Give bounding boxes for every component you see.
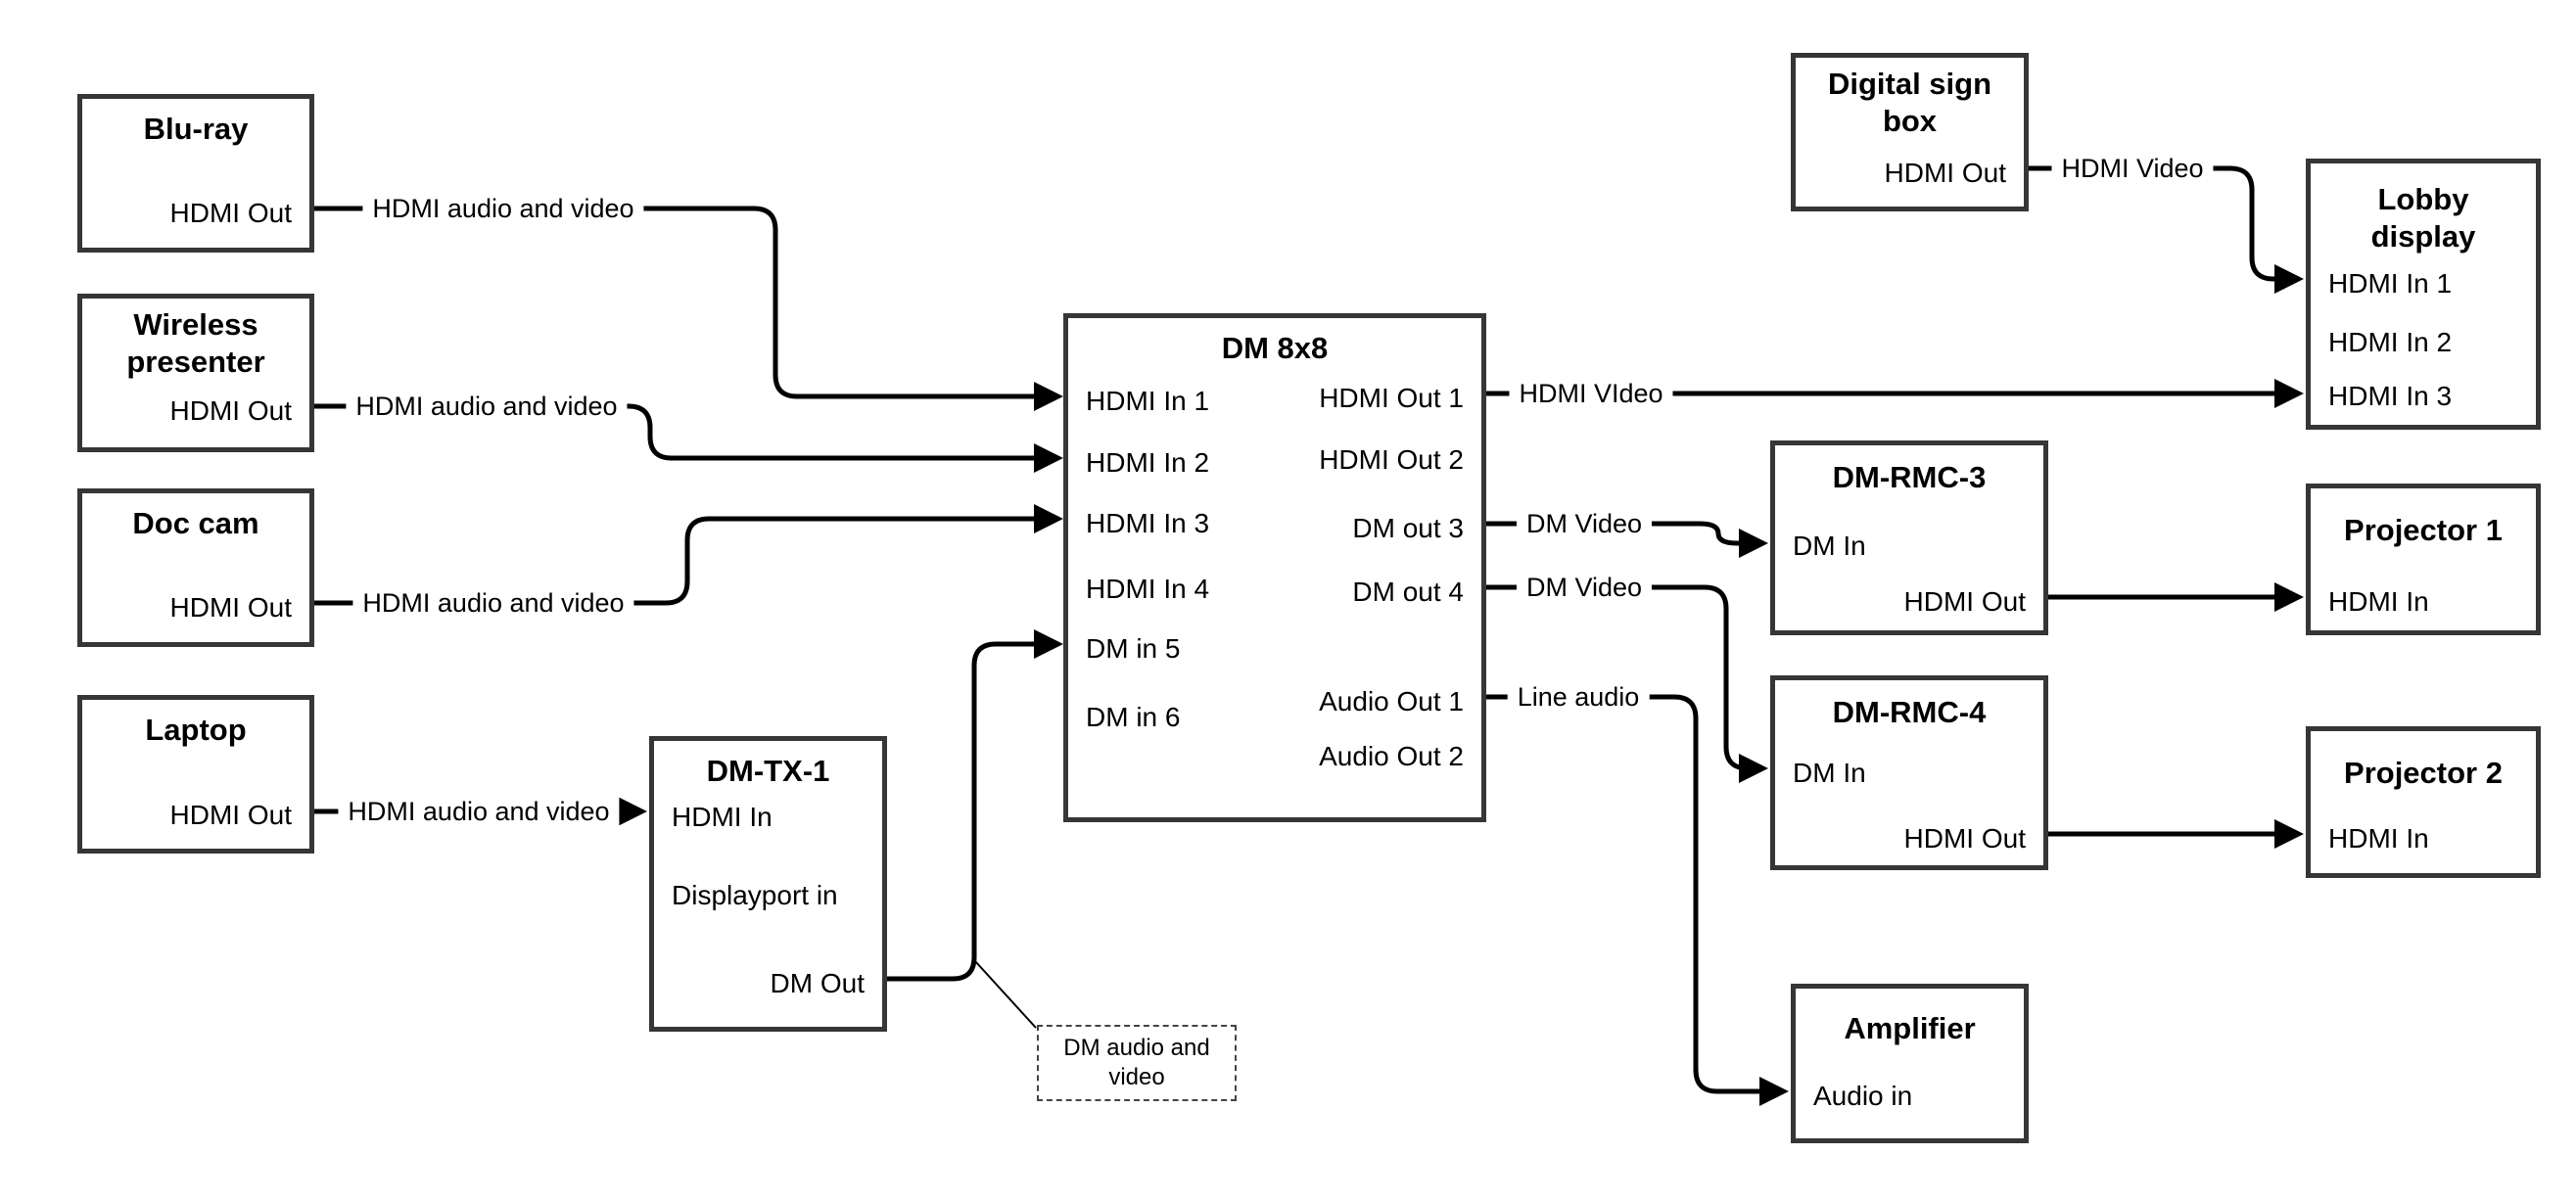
box-amplifier-title: Amplifier: [1844, 1011, 1976, 1045]
box-lobby-display: Lobby display HDMI In 1 HDMI In 2 HDMI I…: [2306, 159, 2541, 430]
box-dm-8x8-port-dm-in-6: DM in 6: [1086, 702, 1181, 732]
box-dm-8x8-port-dm-in-5: DM in 5: [1086, 633, 1181, 664]
box-laptop-title: Laptop: [145, 713, 247, 747]
callout-leader-line: [974, 960, 1037, 1029]
box-dm-8x8-port-audio-out-1: Audio Out 1: [1319, 686, 1464, 716]
wire-dm8x8-out3-to-rmc3: [1486, 521, 1768, 558]
box-dm-rmc-4-port-dm-in: DM In: [1793, 758, 1866, 788]
wire-label-bluray-to-dm8x8: HDMI audio and video: [362, 193, 644, 224]
box-projector-2-title: Projector 2: [2344, 756, 2503, 790]
wire-dmtx1-to-dm8x8-in5: [887, 629, 1063, 982]
box-dm-rmc-3-title: DM-RMC-3: [1832, 460, 1987, 494]
box-bluray: Blu-ray HDMI Out: [77, 94, 314, 253]
wire-label-dm8x8-out3-to-rmc3: DM Video: [1516, 508, 1653, 539]
box-dm-rmc-3-port-hdmi-out: HDMI Out: [1903, 586, 2026, 617]
box-bluray-title: Blu-ray: [143, 112, 249, 146]
box-dm-rmc-4-title: DM-RMC-4: [1832, 695, 1987, 729]
box-dm-8x8-port-hdmi-in-2: HDMI In 2: [1086, 447, 1210, 478]
wire-bluray-to-dm8x8-in1: [314, 206, 1063, 411]
box-digital-sign-box-title: Digital sign box: [1827, 67, 1992, 138]
box-wireless-presenter: Wireless presenter HDMI Out: [77, 294, 314, 452]
box-amplifier: Amplifier Audio in: [1791, 984, 2029, 1143]
box-projector-1-title: Projector 1: [2344, 513, 2503, 547]
box-dm-tx-1-port-displayport-in: Displayport in: [672, 880, 838, 910]
box-dm-rmc-3-port-dm-in: DM In: [1793, 531, 1866, 561]
box-dm-8x8-port-hdmi-in-3: HDMI In 3: [1086, 508, 1210, 538]
box-doc-cam: Doc cam HDMI Out: [77, 488, 314, 647]
box-lobby-display-port-hdmi-in-2: HDMI In 2: [2328, 327, 2453, 357]
box-doc-cam-port-hdmi-out: HDMI Out: [169, 592, 292, 623]
box-dm-8x8-port-hdmi-out-2: HDMI Out 2: [1319, 444, 1464, 475]
box-dm-rmc-4: DM-RMC-4 DM In HDMI Out: [1770, 675, 2048, 870]
box-dm-tx-1: DM-TX-1 HDMI In Displayport in DM Out: [649, 736, 887, 1032]
box-dm-8x8-title: DM 8x8: [1221, 331, 1329, 365]
box-lobby-display-title: Lobby display: [2370, 182, 2476, 254]
wire-dm8x8-audio1-to-amp: [1486, 694, 1789, 1106]
box-dm-tx-1-port-hdmi-in: HDMI In: [672, 802, 773, 832]
box-dm-rmc-3: DM-RMC-3 DM In HDMI Out: [1770, 440, 2048, 635]
wire-wireless-to-dm8x8-in2: [314, 403, 1063, 473]
box-wireless-presenter-title: Wireless presenter: [126, 307, 265, 379]
box-digital-sign-box: Digital sign box HDMI Out: [1791, 53, 2029, 211]
box-dm-tx-1-title: DM-TX-1: [706, 754, 830, 788]
wire-doccam-to-dm8x8-in3: [314, 504, 1063, 606]
box-dm-8x8-port-hdmi-out-1: HDMI Out 1: [1319, 383, 1464, 413]
box-dm-8x8-port-dm-out-4: DM out 4: [1352, 577, 1464, 607]
box-dm-8x8-port-audio-out-2: Audio Out 2: [1319, 741, 1464, 771]
wire-label-dm8x8-out4-to-rmc4: DM Video: [1516, 572, 1653, 603]
wire-label-dm8x8-out1-to-lobby: HDMI VIdeo: [1509, 378, 1673, 409]
wire-dm8x8-out4-to-rmc4: [1486, 584, 1768, 783]
wire-digitalsign-to-lobby-in1: [2029, 165, 2304, 294]
box-bluray-port-hdmi-out: HDMI Out: [169, 198, 292, 228]
wire-label-laptop-to-dmtx1: HDMI audio and video: [338, 796, 620, 827]
box-lobby-display-port-hdmi-in-1: HDMI In 1: [2328, 268, 2453, 299]
box-amplifier-port-audio-in: Audio in: [1813, 1081, 1913, 1111]
box-wireless-presenter-port-hdmi-out: HDMI Out: [169, 395, 292, 426]
box-dm-8x8-port-hdmi-in-4: HDMI In 4: [1086, 574, 1210, 604]
box-lobby-display-port-hdmi-in-3: HDMI In 3: [2328, 381, 2453, 411]
box-laptop-port-hdmi-out: HDMI Out: [169, 800, 292, 830]
box-dm-rmc-4-port-hdmi-out: HDMI Out: [1903, 823, 2026, 854]
box-laptop: Laptop HDMI Out: [77, 695, 314, 854]
callout-note: DM audio and video: [1037, 1025, 1237, 1101]
callout-note-text: DM audio and video: [1063, 1035, 1210, 1090]
wire-label-digitalsign-to-lobby: HDMI Video: [2051, 153, 2214, 184]
box-digital-sign-box-port-hdmi-out: HDMI Out: [1884, 158, 2006, 188]
wire-label-wireless-to-dm8x8: HDMI audio and video: [346, 391, 628, 422]
box-dm-8x8-port-dm-out-3: DM out 3: [1352, 513, 1464, 543]
box-dm-tx-1-port-dm-out: DM Out: [770, 968, 865, 998]
box-projector-2: Projector 2 HDMI In: [2306, 726, 2541, 878]
wire-label-doccam-to-dm8x8: HDMI audio and video: [352, 587, 634, 619]
box-dm-8x8-port-hdmi-in-1: HDMI In 1: [1086, 386, 1210, 416]
box-doc-cam-title: Doc cam: [132, 506, 259, 540]
box-dm-8x8: DM 8x8 HDMI In 1 HDMI In 2 HDMI In 3 HDM…: [1063, 313, 1486, 822]
box-projector-2-port-hdmi-in: HDMI In: [2328, 823, 2429, 854]
box-projector-1-port-hdmi-in: HDMI In: [2328, 586, 2429, 617]
box-projector-1: Projector 1 HDMI In: [2306, 484, 2541, 635]
wire-label-dm8x8-audio1-to-amp: Line audio: [1507, 681, 1650, 713]
